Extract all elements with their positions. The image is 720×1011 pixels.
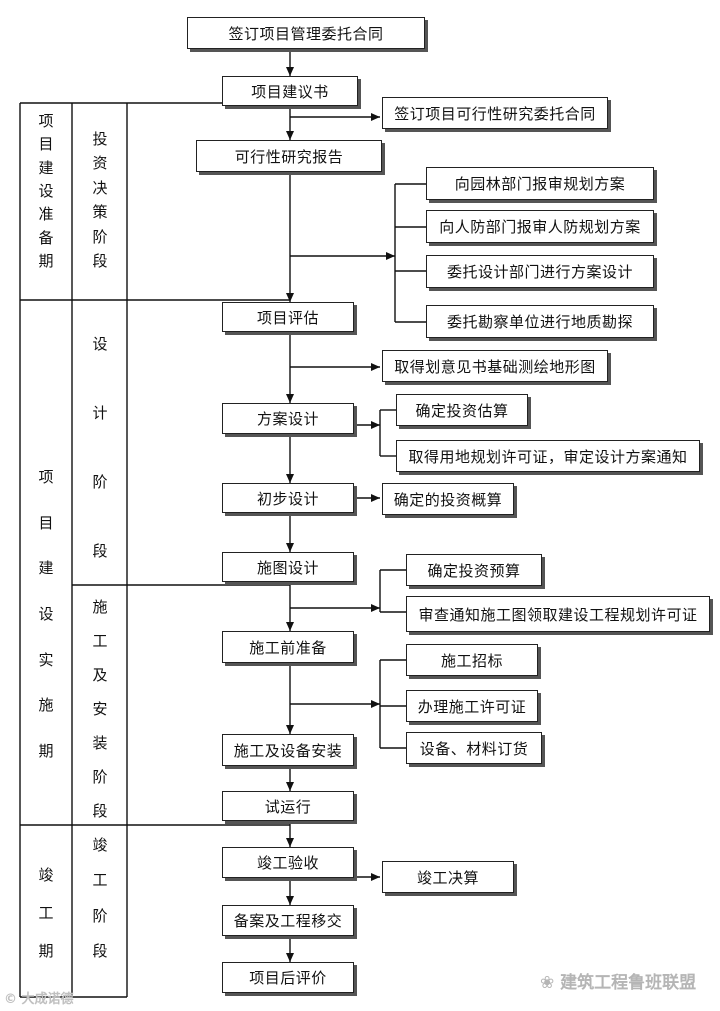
side-action-box: 审查通知施工图领取建设工程规划许可证 [406,596,710,632]
side-action-box: 向人防部门报审人防规划方案 [426,210,654,243]
flow-step-box: 施工前准备 [222,631,354,663]
period-label: 竣工期 [38,866,54,960]
watermark-left: © 大成诺德 [4,992,74,1007]
stage-label: 投资决策阶段 [92,130,108,270]
flow-step-box: 施工及设备安装 [222,734,354,766]
stage-label: 施工及安装阶段 [92,598,108,820]
flow-step-box: 签订项目管理委托合同 [187,17,425,49]
flow-step-box: 试运行 [222,791,354,821]
flow-step-box: 施图设计 [222,552,354,582]
side-action-box: 竣工决算 [382,861,514,893]
period-label: 项目建设准备期 [38,112,54,270]
side-action-box: 确定投资估算 [396,394,528,426]
side-action-box: 设备、材料订货 [406,732,542,764]
side-action-box: 签订项目可行性研究委托合同 [382,97,608,129]
flow-step-box: 竣工验收 [222,847,354,878]
flow-step-box: 备案及工程移交 [222,905,354,936]
flow-step-box: 项目评估 [222,302,354,332]
side-action-box: 施工招标 [406,644,538,676]
period-label: 项目建设实施期 [38,468,54,760]
side-action-box: 委托勘察单位进行地质勘探 [426,305,654,338]
side-action-box: 办理施工许可证 [406,690,538,722]
flow-step-box: 项目建议书 [222,76,358,106]
flow-step-box: 项目后评价 [222,962,354,993]
wechat-icon: ❀ [540,973,555,993]
copyright-icon: © [4,992,17,1007]
flow-step-box: 可行性研究报告 [196,140,382,172]
stage-label: 竣工阶段 [92,836,108,960]
stage-label: 设计阶段 [92,335,108,560]
side-action-box: 委托设计部门进行方案设计 [426,255,654,288]
side-action-box: 确定的投资概算 [382,483,514,515]
watermark-right: ❀ 建筑工程鲁班联盟 [540,973,697,993]
side-action-box: 取得划意见书基础测绘地形图 [382,350,608,382]
flow-step-box: 初步设计 [222,483,354,513]
side-action-box: 取得用地规划许可证，审定设计方案通知 [396,440,700,472]
side-action-box: 确定投资预算 [406,554,542,586]
flow-step-box: 方案设计 [222,403,354,434]
side-action-box: 向园林部门报审规划方案 [426,167,654,200]
